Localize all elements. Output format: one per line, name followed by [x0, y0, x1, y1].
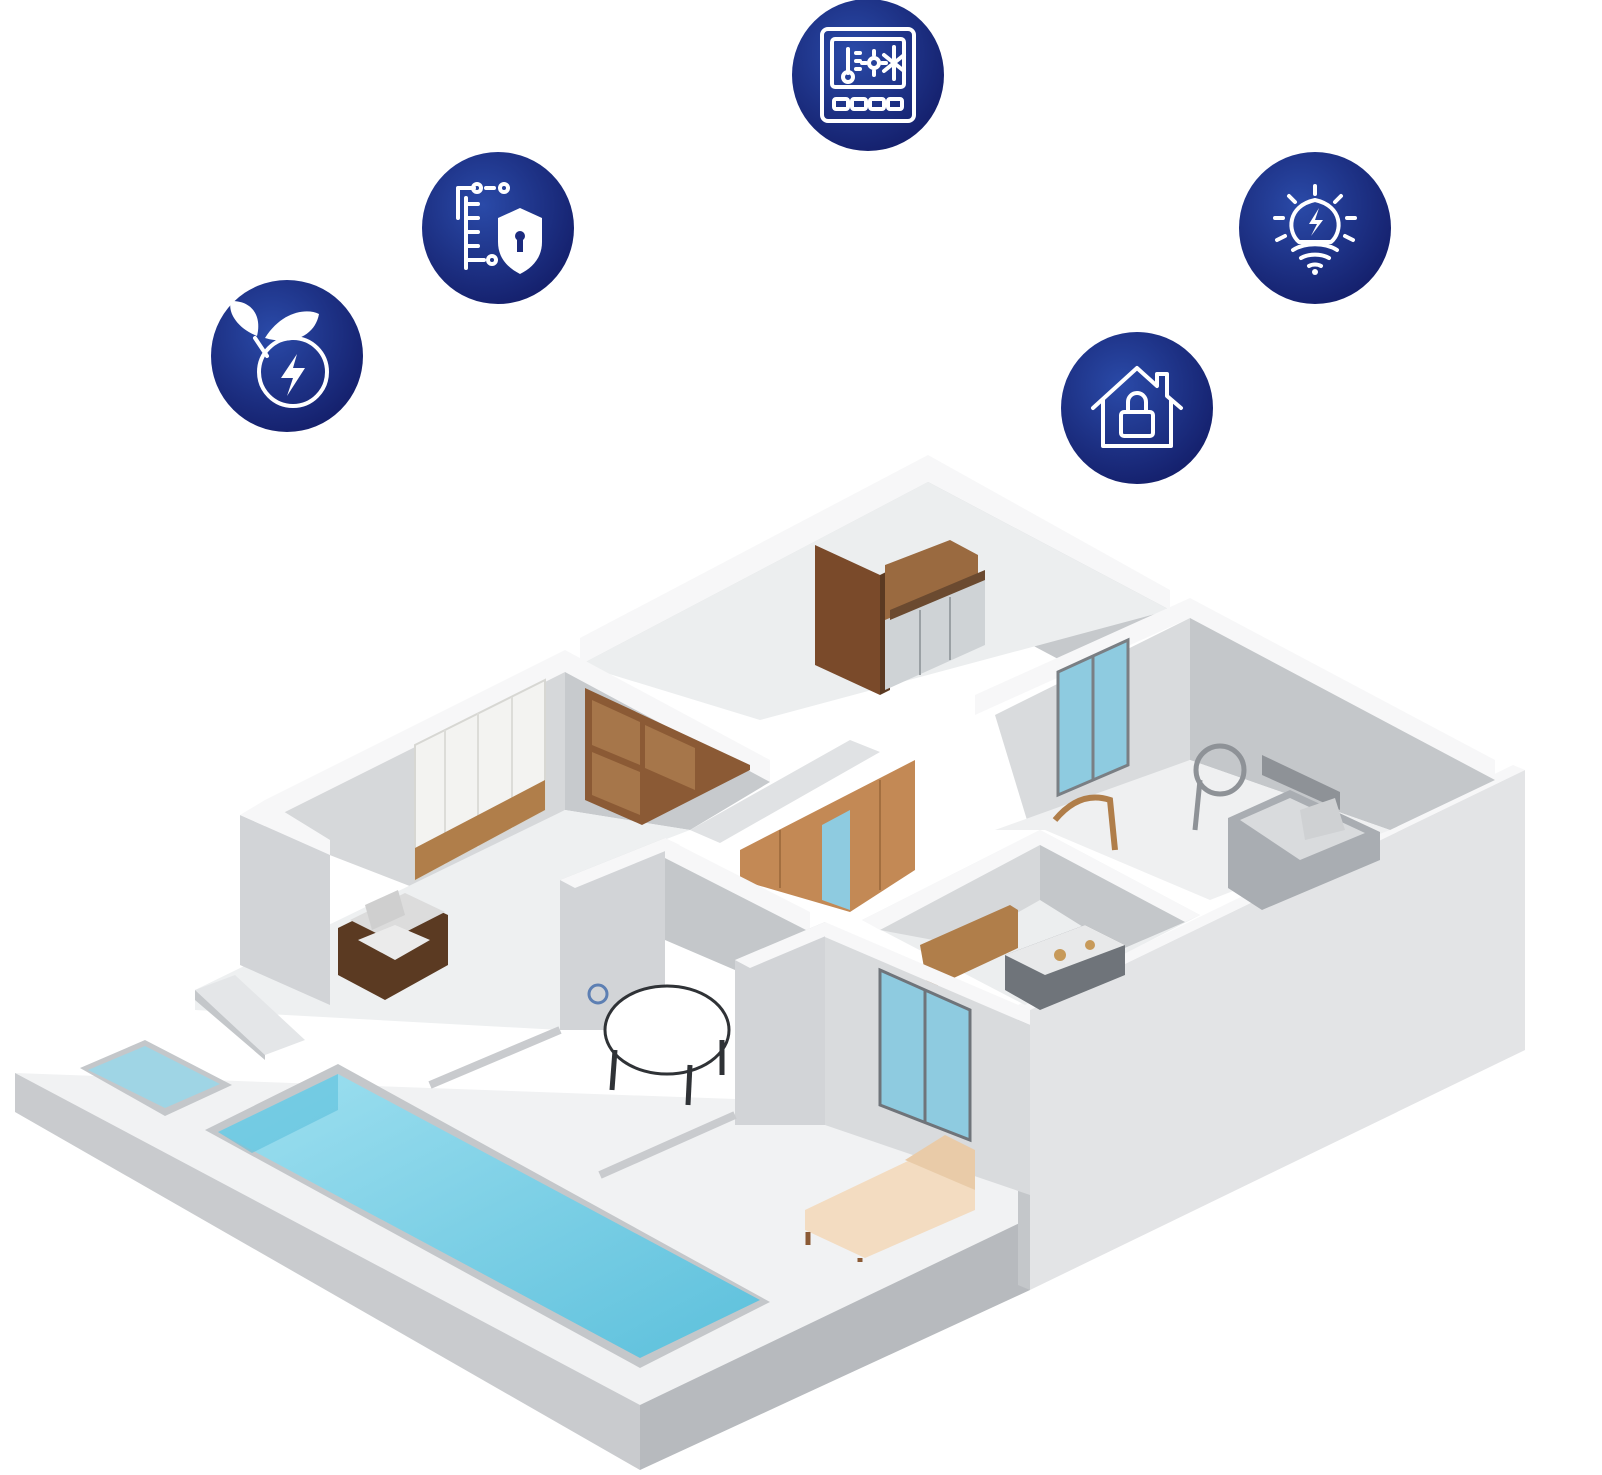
- patio-room: [598, 922, 1030, 1262]
- cybersecurity-feature-badge[interactable]: [422, 152, 574, 304]
- wall-cabinets: [585, 688, 750, 825]
- lighting-feature-badge[interactable]: [1239, 152, 1391, 304]
- circuit-shield-lock-icon: [456, 182, 542, 274]
- smart-bulb-wifi-icon: [1273, 184, 1357, 275]
- swimming-pool: [205, 1064, 770, 1368]
- kitchen: [815, 540, 985, 695]
- house-lock-icon: [1091, 366, 1183, 448]
- leaf-lightning-icon: [230, 301, 329, 408]
- study-room: [862, 830, 1200, 1010]
- energy-feature-badge[interactable]: [211, 280, 363, 432]
- connector-lines: [284, 147, 1318, 858]
- center-wall: [690, 740, 915, 912]
- entry-steps: [195, 975, 305, 1060]
- armchair: [338, 890, 448, 1000]
- bedroom: [1052, 637, 1380, 910]
- home-security-feature-badge[interactable]: [1061, 332, 1213, 484]
- climate-feature-badge[interactable]: [792, 0, 944, 151]
- dining-area: [428, 838, 810, 1106]
- thermostat-icon: [820, 27, 916, 123]
- curtains: [414, 678, 546, 882]
- spa-pool: [80, 1040, 232, 1116]
